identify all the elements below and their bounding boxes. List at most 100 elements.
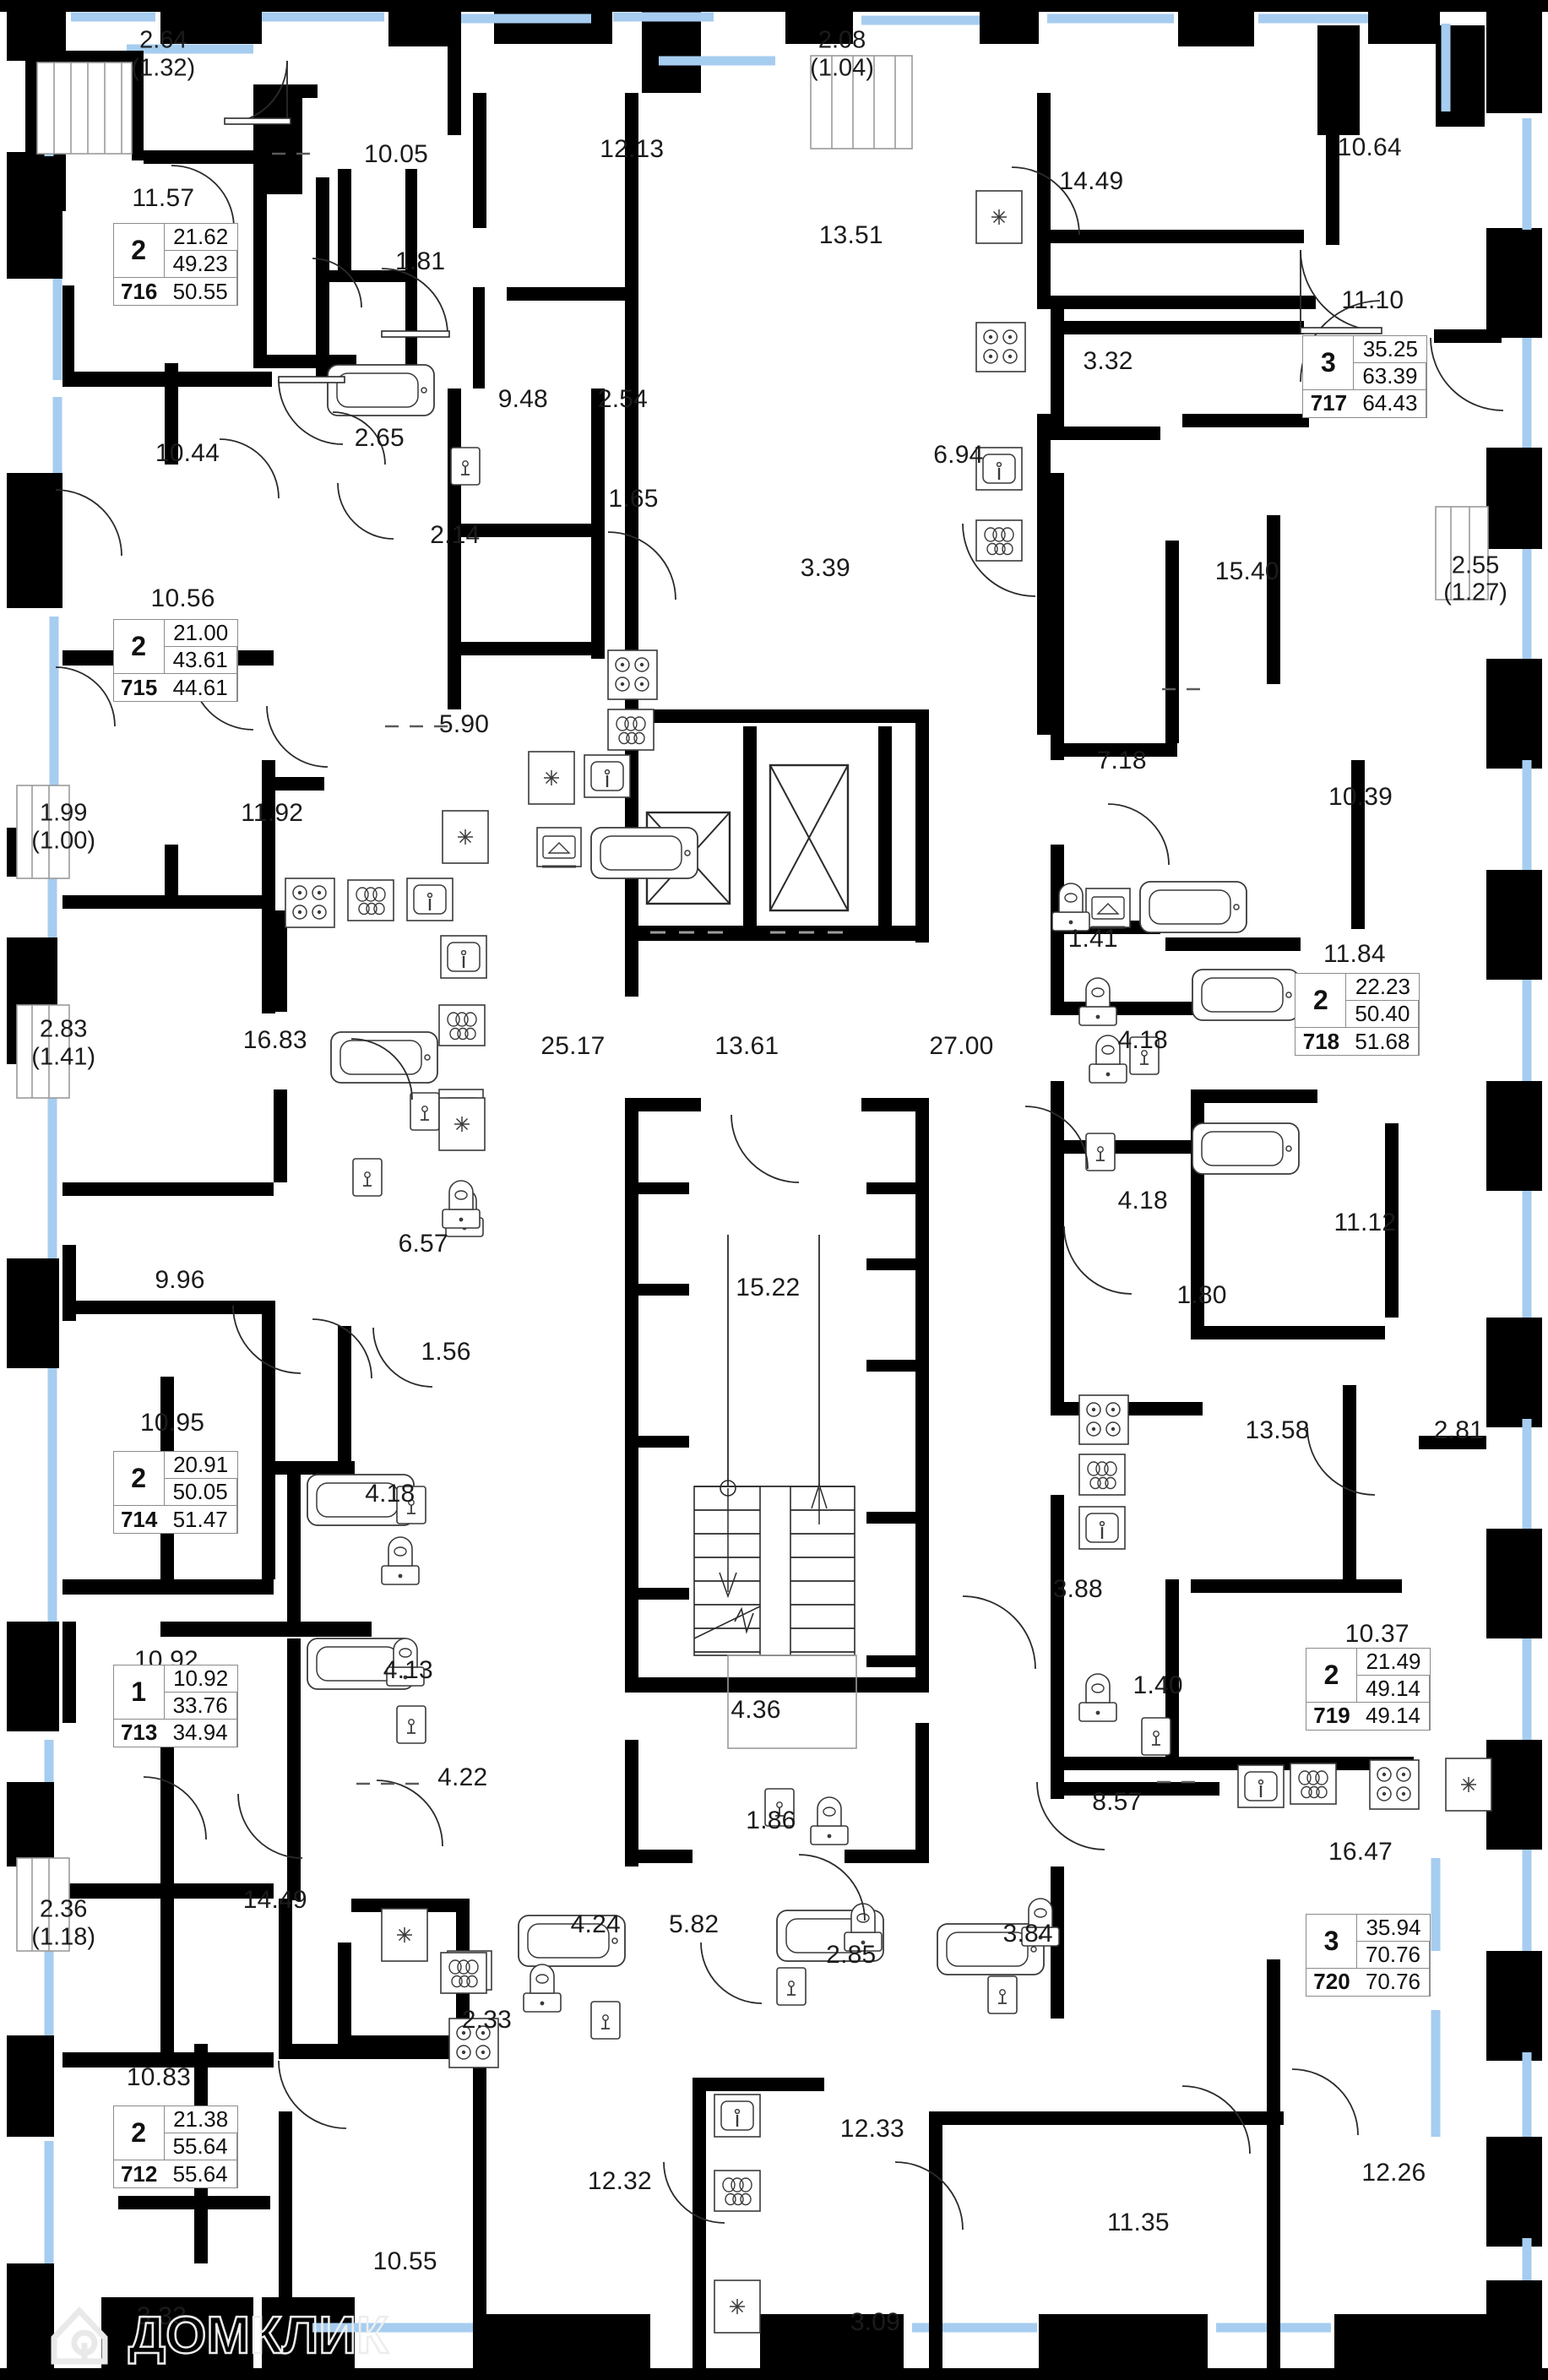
room-area-label: 14.49 <box>1059 166 1124 195</box>
room-area-label: 12.33 <box>839 2114 904 2143</box>
room-area-label: 3.09 <box>850 2307 901 2336</box>
room-area-label: 4.22 <box>437 1763 488 1792</box>
apartment-total-area: 50.55 <box>165 278 237 306</box>
balcony-area-label: 1.99(1.00) <box>31 800 95 855</box>
apartment-total-area: 64.43 <box>1354 389 1427 417</box>
room-area-label: 10.44 <box>155 439 220 468</box>
apartment-area-without-balcony: 63.39 <box>1354 362 1427 390</box>
room-area-label: 2.33 <box>461 2005 512 2034</box>
apartment-area-without-balcony: 49.14 <box>1356 1675 1430 1703</box>
apartment-living-area: 20.91 <box>164 1452 237 1480</box>
room-area-label: 5.90 <box>438 709 490 738</box>
apartment-number: 717 <box>1310 390 1348 416</box>
room-area-label: 2.14 <box>430 520 481 549</box>
room-area-label: 15.40 <box>1214 557 1279 585</box>
apartment-living-area: 35.25 <box>1354 336 1427 363</box>
apartment-living-area: 35.94 <box>1356 1915 1430 1942</box>
balcony-coefficient-value: (1.18) <box>31 1923 96 1951</box>
room-area-label: 16.83 <box>242 1025 307 1054</box>
room-area-label: 3.88 <box>1052 1574 1103 1603</box>
room-area-label: 10.37 <box>1344 1620 1409 1649</box>
apartment-living-area: 10.92 <box>164 1665 237 1693</box>
room-area-label: 9.48 <box>497 384 548 413</box>
apartment-number: 715 <box>120 674 158 700</box>
room-area-label: 25.17 <box>540 1031 606 1060</box>
staircase <box>693 1235 857 1749</box>
apartment-room-count: 2 <box>113 2106 165 2161</box>
room-area-label: 9.96 <box>155 1266 205 1295</box>
room-area-label: 13.61 <box>714 1031 779 1060</box>
balcony-area-value: 1.99 <box>39 799 88 827</box>
apartment-total-area: 55.64 <box>165 2160 237 2188</box>
room-area-label: 7.18 <box>1096 746 1147 774</box>
apartment-room-count: 2 <box>113 620 165 675</box>
room-area-label: 3.84 <box>1002 1919 1053 1948</box>
balcony-coefficient-value: (1.00) <box>31 827 96 855</box>
balcony-area-value: 2.83 <box>39 1015 88 1043</box>
room-area-label: 10.55 <box>372 2247 437 2276</box>
room-area-label: 4.24 <box>570 1910 621 1939</box>
room-area-label: 10.95 <box>140 1408 205 1437</box>
apartment-room-count: 2 <box>113 224 165 279</box>
room-area-label: 13.58 <box>1245 1416 1310 1444</box>
apartment-number: 720 <box>1313 1969 1350 1995</box>
apartment-total-area: 51.68 <box>1346 1028 1420 1056</box>
room-area-label: 2.85 <box>826 1940 877 1969</box>
room-area-label: 10.83 <box>126 2062 191 2091</box>
balcony-area-label: 2.83(1.41) <box>31 1016 95 1071</box>
room-area-label: 4.18 <box>1117 1025 1168 1054</box>
balcony-coefficient-value: (1.27) <box>1443 579 1507 606</box>
balcony-area-value: 2.64 <box>139 26 187 54</box>
room-area-label: 1.40 <box>1132 1671 1183 1700</box>
room-area-label: 16.47 <box>1328 1838 1393 1867</box>
room-area-label: 8.57 <box>1092 1788 1143 1817</box>
room-area-label: 3.33 <box>136 2301 187 2330</box>
apartment-total-area: 51.47 <box>165 1506 237 1534</box>
balcony-area-value: 2.08 <box>817 26 866 54</box>
apartment-total-area: 44.61 <box>165 674 237 702</box>
apartment-room-count: 2 <box>1306 1648 1357 1703</box>
apartment-number: 716 <box>120 278 158 304</box>
room-area-label: 10.05 <box>363 139 429 168</box>
apartment-area-without-balcony: 70.76 <box>1356 1941 1430 1969</box>
room-area-label: 10.39 <box>1328 782 1393 811</box>
apartment-number: 718 <box>1302 1028 1340 1054</box>
balcony-area-label: 2.08(1.04) <box>810 27 874 82</box>
room-area-label: 6.57 <box>398 1230 448 1258</box>
apartment-room-count: 2 <box>113 1452 165 1507</box>
room-area-label: 11.10 <box>1341 286 1404 315</box>
apartment-number: 712 <box>120 2160 158 2187</box>
apartment-room-count: 3 <box>1306 1914 1357 1969</box>
apartment-total-area: 70.76 <box>1357 1968 1430 1996</box>
room-area-label: 5.82 <box>669 1910 720 1939</box>
room-area-label: 11.92 <box>241 799 304 828</box>
apartment-total-area: 49.14 <box>1357 1702 1430 1730</box>
room-area-label: 4.18 <box>365 1479 416 1508</box>
room-area-label: 12.26 <box>1361 2158 1426 2187</box>
room-area-label: 2.81 <box>1433 1416 1484 1444</box>
balcony-area-value: 2.36 <box>39 1895 88 1923</box>
room-area-label: 10.56 <box>150 584 215 612</box>
room-area-label: 1.41 <box>1067 924 1118 953</box>
door-swings <box>55 60 1504 2231</box>
room-area-label: 1.80 <box>1176 1281 1227 1310</box>
apartment-living-area: 21.00 <box>164 620 237 648</box>
room-area-label: 13.51 <box>818 221 883 250</box>
room-area-label: 1.81 <box>395 247 446 275</box>
room-area-label: 1.65 <box>608 484 659 513</box>
room-area-label: 3.39 <box>800 554 850 583</box>
room-area-label: 10.64 <box>1337 133 1402 162</box>
room-area-label: 4.13 <box>383 1656 433 1685</box>
apartment-room-count: 1 <box>113 1665 165 1720</box>
